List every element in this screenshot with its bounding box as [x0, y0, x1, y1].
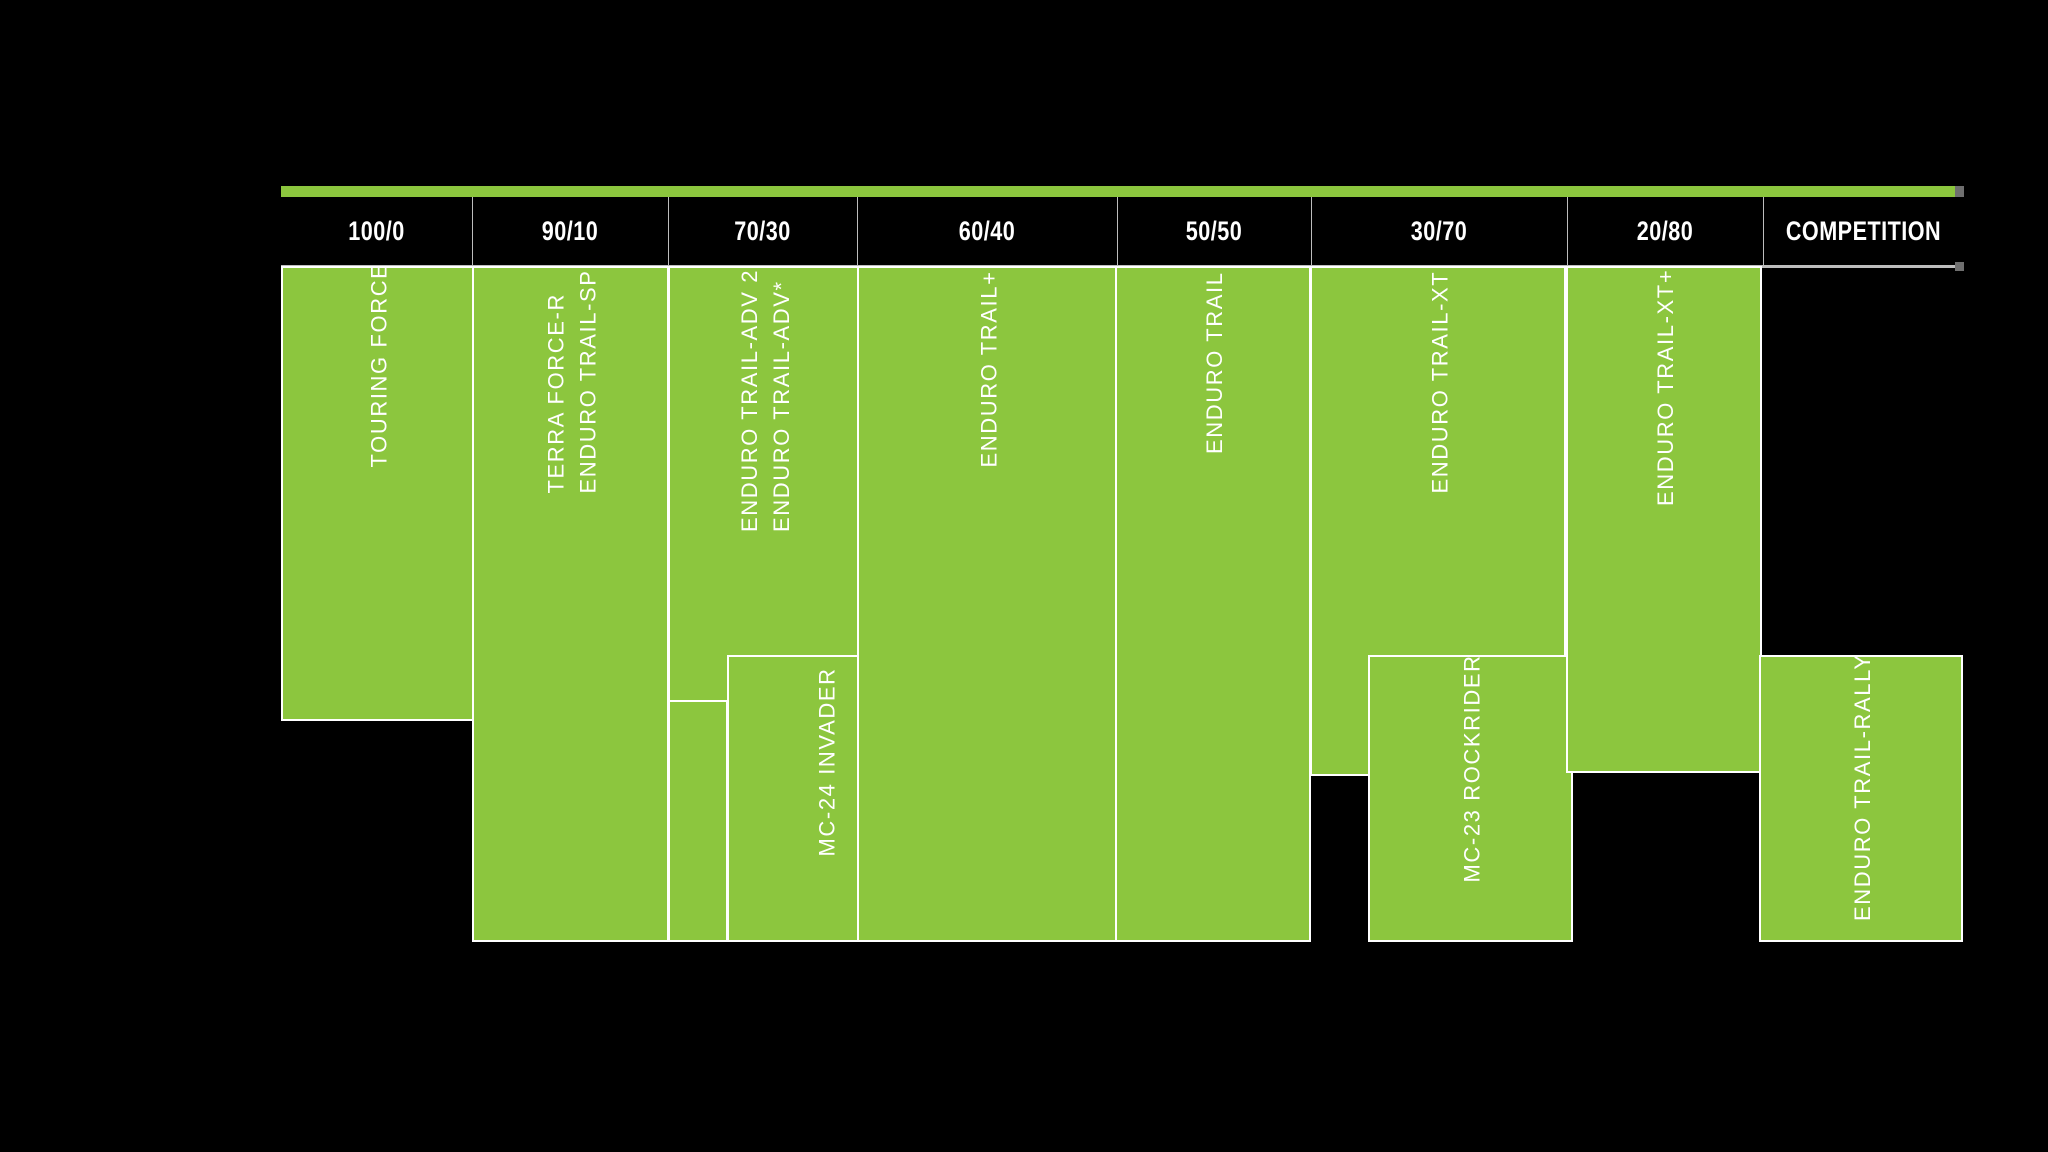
- usage-block-label-line: MC-24 INVADER: [814, 666, 839, 856]
- header-column-divider: [857, 197, 858, 266]
- ratio-header-label: 70/30: [734, 216, 791, 246]
- usage-block-label: TOURING FORCE: [364, 266, 396, 467]
- usage-block-label: ENDURO TRAIL-XT+: [1650, 268, 1682, 506]
- header-column-divider: [1763, 197, 1764, 266]
- header-column-divider: [1567, 197, 1568, 266]
- usage-block-label-line: ENDURO TRAIL-SP: [575, 268, 601, 493]
- ratio-header-50-50[interactable]: 50/50: [1136, 197, 1291, 266]
- ratio-header-label: 20/80: [1636, 216, 1694, 246]
- ratio-header-20-80[interactable]: 20/80: [1587, 197, 1744, 266]
- usage-block-label: ENDURO TRAIL: [1199, 271, 1231, 454]
- ratio-header-label: 50/50: [1185, 216, 1243, 246]
- usage-block-touring-force[interactable]: TOURING FORCE: [281, 266, 474, 721]
- ratio-header-70-30[interactable]: 70/30: [687, 197, 838, 266]
- header-column-divider: [472, 197, 473, 266]
- header-column-divider: [1311, 197, 1312, 266]
- ratio-header-label: 60/40: [958, 216, 1016, 246]
- usage-block-label-line: ENDURO TRAIL+: [976, 269, 1001, 467]
- usage-block-enduro-trail-xt-plus[interactable]: ENDURO TRAIL-XT+: [1566, 266, 1762, 773]
- usage-block-label-line: ENDURO TRAIL-ADV*: [768, 280, 794, 532]
- ratio-header-30-70[interactable]: 30/70: [1337, 197, 1542, 266]
- top-accent-bar: [281, 186, 1964, 197]
- usage-block-label-line: ENDURO TRAIL-ADV 2: [736, 268, 762, 532]
- usage-block-label-line: TOURING FORCE: [366, 266, 392, 467]
- usage-block-label: ENDURO TRAIL-XT: [1424, 270, 1456, 493]
- usage-block-label: ENDURO TRAIL+: [973, 269, 1005, 467]
- ratio-header-60-40[interactable]: 60/40: [883, 197, 1091, 266]
- usage-block-label-line: ENDURO TRAIL-RALLY: [1850, 655, 1875, 921]
- ratio-header-100-0[interactable]: 100/0: [300, 197, 453, 266]
- usage-block-enduro-trail-plus[interactable]: ENDURO TRAIL+: [857, 266, 1117, 942]
- usage-block-enduro-trail[interactable]: ENDURO TRAIL: [1115, 266, 1311, 942]
- usage-block-label-line: ENDURO TRAIL-XT+: [1653, 268, 1678, 506]
- ratio-header-label: 30/70: [1410, 216, 1468, 246]
- ratio-header-label: 90/10: [541, 216, 599, 246]
- usage-block-label: MC-24 INVADER: [811, 666, 843, 856]
- ratio-header-label: 100/0: [348, 216, 405, 246]
- usage-block-enduro-trail-rally[interactable]: ENDURO TRAIL-RALLY: [1759, 655, 1963, 942]
- usage-block-label-line: ENDURO TRAIL: [1202, 271, 1227, 454]
- top-accent-bar-end-cap: [1955, 186, 1964, 197]
- header-column-divider: [1117, 197, 1118, 266]
- usage-block-label: ENDURO TRAIL-RALLY: [1847, 655, 1879, 921]
- header-underline-end-cap: [1955, 262, 1964, 271]
- usage-block-enduro-trail-adv-riser[interactable]: [668, 700, 728, 942]
- ratio-header-label: COMPETITION: [1785, 216, 1942, 246]
- usage-block-label-line: MC-23 ROCKRIDER: [1459, 655, 1485, 882]
- usage-block-label-line: ENDURO TRAIL-XT: [1427, 270, 1452, 493]
- ratio-header-90-10[interactable]: 90/10: [492, 197, 649, 266]
- usage-block-mc-23-rockrider[interactable]: MC-23 ROCKRIDER: [1368, 655, 1573, 942]
- usage-block-label-line: TERRA FORCE-R: [543, 292, 569, 493]
- ratio-header-competition[interactable]: COMPETITION: [1783, 197, 1944, 266]
- header-column-divider: [668, 197, 669, 266]
- usage-block-label: MC-23 ROCKRIDER: [1457, 655, 1489, 882]
